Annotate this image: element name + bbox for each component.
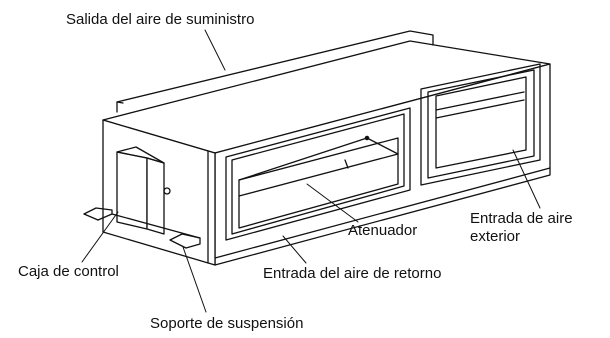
label-suspension-bracket: Soporte de suspensión xyxy=(150,315,304,332)
leader-lines xyxy=(81,29,541,313)
label-return-air-inlet: Entrada del aire de retorno xyxy=(263,265,442,282)
label-outdoor-air-inlet-line1: Entrada de aire xyxy=(470,210,573,227)
return-air-inlet-opening xyxy=(225,107,411,241)
label-outdoor-air-inlet-line2: exterior xyxy=(470,228,521,245)
control-box-shape xyxy=(116,146,171,235)
label-damper: Atenuador xyxy=(348,222,418,239)
label-supply-air-outlet: Salida del aire de suministro xyxy=(66,11,255,28)
label-control-box: Caja de control xyxy=(18,263,119,280)
outdoor-air-inlet-opening xyxy=(420,63,541,186)
label-outdoor-air-inlet: Entrada de aire exterior xyxy=(470,210,573,246)
